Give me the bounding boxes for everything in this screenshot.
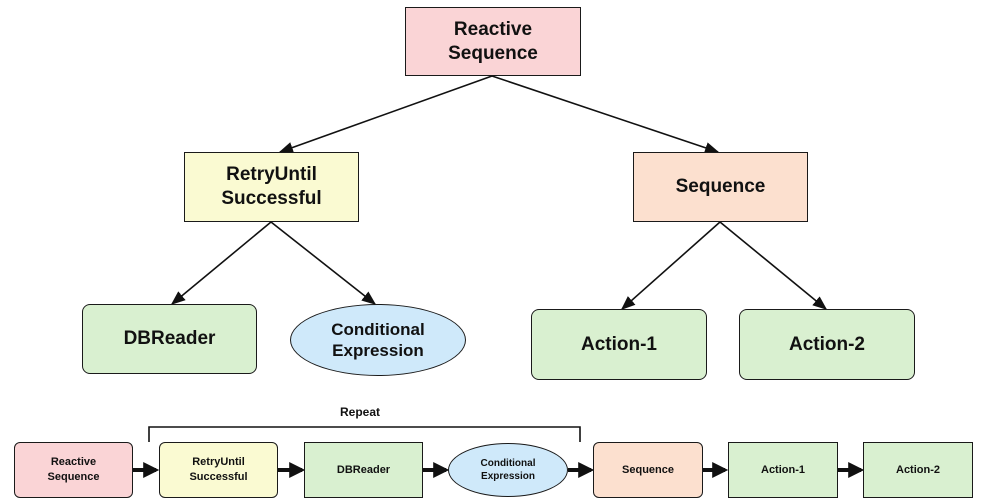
node-action-2: Action-2: [739, 309, 915, 380]
edge-root-sequence: [491, 75, 720, 154]
edge-retry-conditional: [270, 221, 377, 305]
repeat-bracket: [148, 426, 581, 442]
repeat-label: Repeat: [339, 405, 380, 419]
node-retry-until-successful: RetryUntil Successful: [184, 152, 359, 222]
flow-step-action-2: Action-2: [863, 442, 973, 498]
node-action-1: Action-1: [531, 309, 707, 380]
edge-sequence-action1: [620, 221, 721, 310]
flow-step-reactive-sequence: Reactive Sequence: [14, 442, 133, 498]
edge-root-retry: [278, 75, 493, 154]
node-conditional-expression: Conditional Expression: [290, 304, 466, 376]
flow-step-conditional-expression: Conditional Expression: [448, 443, 568, 497]
edge-sequence-action2: [719, 221, 828, 310]
flow-step-dbreader: DBReader: [304, 442, 423, 498]
flow-step-retry-until-successful: RetryUntil Successful: [159, 442, 278, 498]
node-sequence: Sequence: [633, 152, 808, 222]
flow-step-sequence: Sequence: [593, 442, 703, 498]
flow-step-action-1: Action-1: [728, 442, 838, 498]
node-reactive-sequence: Reactive Sequence: [405, 7, 581, 76]
node-dbreader: DBReader: [82, 304, 257, 374]
edge-retry-dbreader: [170, 221, 272, 305]
